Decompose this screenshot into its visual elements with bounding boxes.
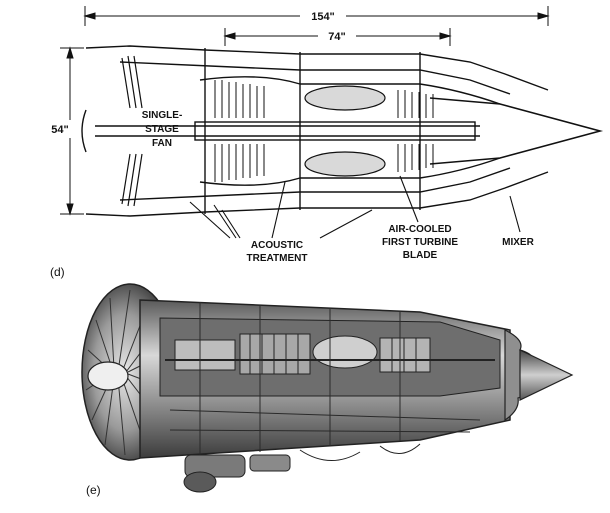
overall-length-label: 154" [311, 11, 335, 23]
svg-text:STAGE: STAGE [145, 124, 179, 135]
air-cooled-turbine-label: AIR-COOLED FIRST TURBINE BLADE [382, 224, 458, 261]
core-length-label: 74" [328, 31, 345, 43]
svg-text:FAN: FAN [152, 138, 172, 149]
svg-text:FIRST TURBINE: FIRST TURBINE [382, 237, 458, 248]
exhaust-cone [519, 349, 574, 401]
interior-components [165, 333, 495, 375]
panel-label-e: (e) [86, 483, 101, 497]
cross-section-drawing: 154" 74" 54" [50, 6, 604, 279]
svg-text:AIR-COOLED: AIR-COOLED [388, 224, 451, 235]
overall-length-dimension [83, 6, 550, 26]
accessory-gearbox [183, 443, 421, 493]
casing-rings [169, 302, 481, 456]
panel-label-d: (d) [50, 265, 65, 279]
mixer-label: MIXER [502, 237, 534, 248]
svg-text:SINGLE-: SINGLE- [142, 110, 183, 121]
spinner [87, 361, 129, 391]
turbine-stages [397, 90, 434, 172]
svg-text:BLADE: BLADE [403, 250, 438, 261]
fan-blades [121, 55, 143, 207]
fan-label: SINGLE- STAGE FAN [142, 110, 183, 149]
diameter-label: 54" [51, 124, 68, 136]
acoustic-treatment-label: ACOUSTIC TREATMENT [247, 240, 308, 264]
combustor-turbine [304, 85, 386, 177]
core-length-dimension [223, 28, 452, 46]
svg-text:TREATMENT: TREATMENT [247, 253, 308, 264]
cutaway-illustration: (e) [81, 283, 574, 497]
diameter-dimension [60, 46, 84, 216]
leader-lines [189, 175, 521, 239]
svg-text:ACOUSTIC: ACOUSTIC [251, 240, 303, 251]
compressor-stages [214, 80, 265, 182]
engine-outline [81, 45, 604, 217]
